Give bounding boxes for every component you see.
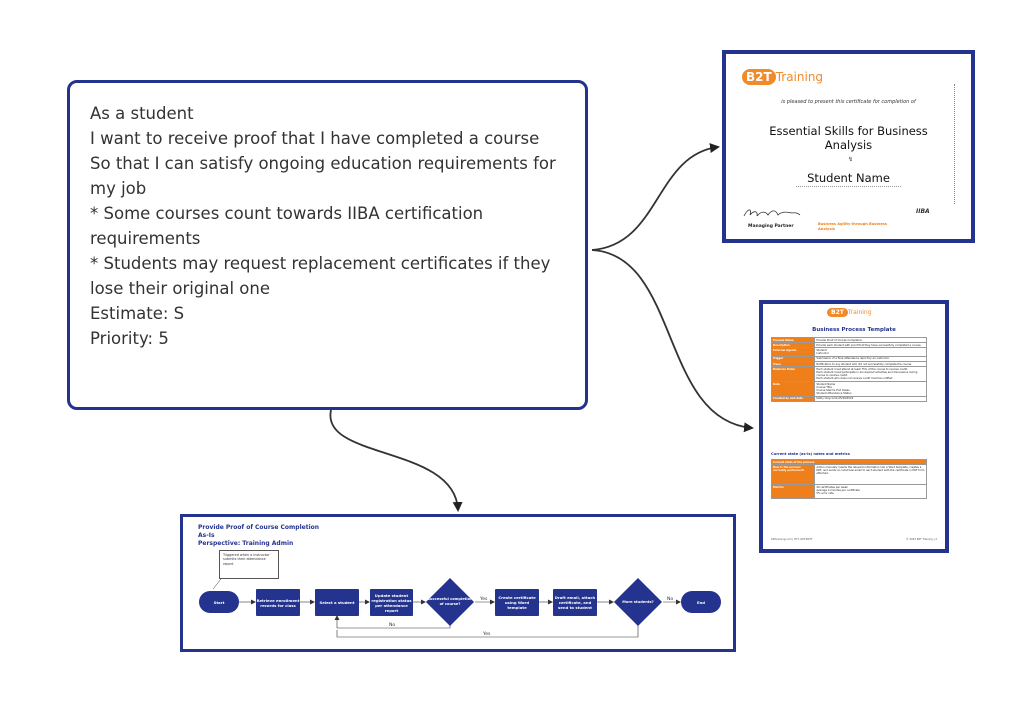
certificate-seal-icon: ↯	[848, 156, 854, 163]
row-label: Metrics	[770, 484, 816, 500]
arrow-to-flow-diagram	[329, 409, 463, 512]
name-underline	[796, 186, 901, 187]
flow-label-yes: Yes	[483, 632, 491, 637]
flow-subtitle: As-Is	[198, 532, 215, 539]
story-line: * Students may request replacement certi…	[90, 254, 556, 298]
flow-perspective: Perspective: Training Admin	[198, 540, 294, 547]
row-label: Trace	[770, 360, 816, 368]
flow-node-retrieve: Retrieve enrollment records for class	[256, 589, 300, 616]
row-label: Created by and date	[770, 395, 816, 403]
flow-node-draft: Draft email, attach certificate, and sen…	[553, 589, 597, 616]
template-table-2: Current state of the process How is the …	[770, 458, 927, 500]
section-header: Current state of the process	[771, 458, 927, 466]
flow-label-no: No	[667, 597, 674, 602]
flow-node-select: Select a student	[315, 589, 359, 616]
signer-title: Managing Partner	[748, 224, 794, 229]
template-title: Business Process Template	[812, 327, 896, 333]
template-section-title: Current state (as-is) notes and metrics	[771, 452, 850, 456]
arrow-to-process-template	[591, 249, 754, 433]
flow-lines	[212, 578, 681, 638]
certificate-course-title: Essential Skills for Business Analysis	[769, 124, 928, 152]
certificate-dots	[954, 84, 955, 204]
certificate-student-name: Student Name	[807, 171, 890, 185]
decision2-label: More students?	[622, 599, 654, 604]
iiba-logo: IIBA	[916, 208, 930, 215]
flow-title: Provide Proof of Course Completion	[198, 524, 320, 531]
row-value: Student Name Course Title Course Start &…	[814, 381, 927, 397]
flow-label-no: No	[389, 623, 396, 628]
template-footer-left: b2ttraining.com | 877-GET-B2TT	[771, 538, 813, 541]
row-label: Business Rules	[770, 366, 816, 383]
flow-label-yes: Yes	[480, 597, 488, 602]
flow-node-start: Start	[199, 591, 239, 613]
template-footer-right: © 2024 B2T Training | 2	[905, 538, 937, 541]
flow-node-create: Create certificate using Word template	[495, 589, 539, 616]
story-line: I want to receive proof that I have comp…	[90, 129, 540, 148]
row-value: Notification to any student who did not …	[814, 360, 927, 368]
flow-node-update: Update student registration status per a…	[370, 589, 413, 616]
story-line: * Some courses count towards IIBA certif…	[90, 204, 489, 248]
row-label: External Agents	[770, 347, 816, 357]
arrow-to-certificate	[591, 143, 720, 251]
story-line: So that I can satisfy ongoing education …	[90, 154, 562, 198]
row-label: Data	[770, 381, 816, 397]
row-value: 40 certificates per week Average 4 minut…	[814, 484, 927, 500]
row-value: Each student must attend at least 75% of…	[814, 366, 927, 383]
row-value: Student Instructor	[814, 347, 927, 357]
row-value: Kathy Claycomb 05/29/2024	[814, 395, 927, 403]
user-story-card: As a student I want to receive proof tha…	[67, 80, 588, 410]
certificate-intro: is pleased to present this certificate f…	[781, 99, 916, 105]
flow-node-end: End	[681, 591, 721, 613]
row-value: Admin manually inserts the relevant info…	[814, 464, 927, 486]
story-line: Priority: 5	[90, 329, 169, 348]
story-line: As a student	[90, 104, 194, 123]
story-line: Estimate: S	[90, 304, 185, 323]
trigger-note: Triggered when a instructor submits thei…	[219, 550, 279, 579]
certificate-tagline: Business Agility through Business Analys…	[818, 222, 887, 231]
decision1-label: Successful completion of course?	[427, 597, 473, 606]
trigger-note-text: Triggered when a instructor submits thei…	[223, 553, 270, 566]
row-label: How is the process currently performed?	[770, 464, 816, 486]
process-flow-card: Provide Proof of Course Completion As-Is…	[180, 514, 736, 652]
signature-icon	[743, 209, 801, 217]
